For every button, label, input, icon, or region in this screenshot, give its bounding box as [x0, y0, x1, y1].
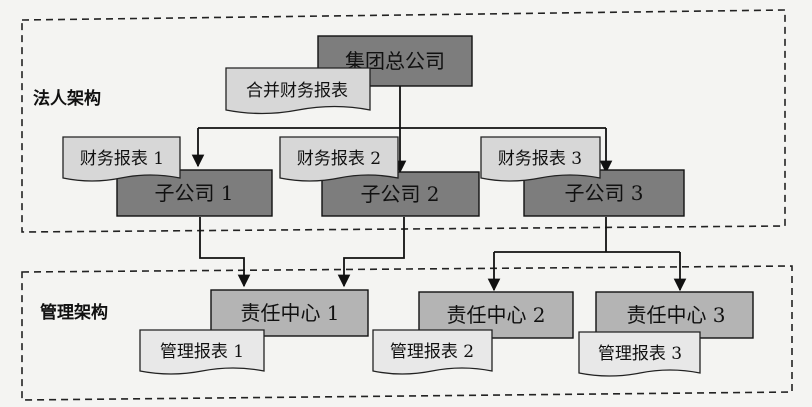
- consolidated-report-doc: [225, 67, 371, 115]
- connector-sub1-to-center1: [199, 217, 251, 288]
- legal-structure-label: 法人架构: [33, 88, 101, 109]
- responsibility-center-1-label: 责任中心 1: [240, 301, 339, 325]
- subsidiary-3-label: 子公司 3: [564, 181, 643, 205]
- subsidiary-1-label: 子公司 1: [154, 181, 233, 205]
- group-headquarters-box: [317, 35, 473, 87]
- financial-report-3-label: 财务报表 3: [498, 149, 582, 169]
- subsidiary-1-box: [116, 169, 273, 217]
- financial-report-2-label: 财务报表 2: [297, 149, 381, 169]
- management-report-1-label: 管理报表 1: [160, 342, 244, 362]
- financial-report-3-doc: [480, 136, 601, 182]
- responsibility-center-2-label: 责任中心 2: [446, 303, 545, 327]
- legal-structure-region: [21, 9, 786, 233]
- consolidated-report-label: 合并财务报表: [246, 81, 348, 101]
- connector-sub2-to-center1: [337, 217, 405, 288]
- management-report-2-doc: [372, 329, 493, 375]
- subsidiary-2-label: 子公司 2: [360, 182, 439, 206]
- management-report-3-label: 管理报表 3: [598, 344, 682, 364]
- financial-report-2-doc: [279, 136, 399, 182]
- responsibility-center-3-box: [595, 291, 754, 339]
- management-report-2-label: 管理报表 2: [390, 342, 474, 362]
- management-structure-region: [21, 265, 793, 401]
- responsibility-center-3-label: 责任中心 3: [626, 303, 725, 327]
- management-structure-label: 管理架构: [40, 302, 108, 323]
- management-report-3-doc: [578, 331, 701, 377]
- financial-report-1-doc: [62, 136, 181, 182]
- financial-report-1-label: 财务报表 1: [80, 149, 164, 169]
- subsidiary-3-box: [523, 169, 685, 217]
- responsibility-center-1-box: [210, 289, 369, 337]
- management-report-1-doc: [139, 329, 265, 375]
- subsidiary-2-box: [321, 171, 480, 217]
